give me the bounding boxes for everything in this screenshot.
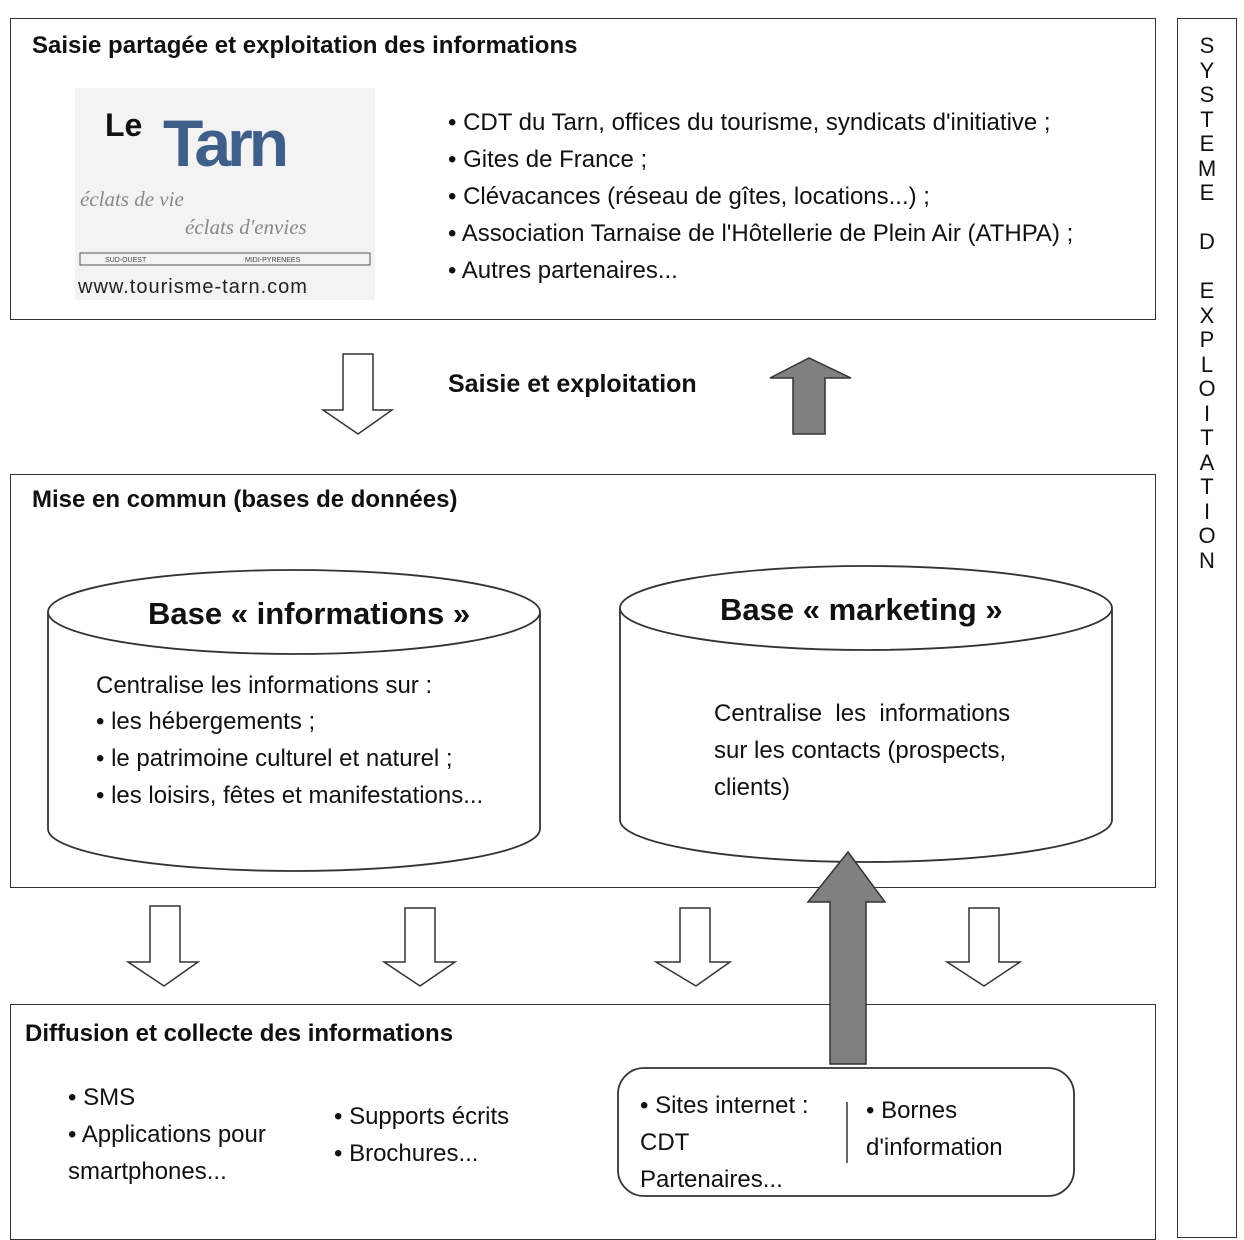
- db-informations-cylinder: [47, 569, 541, 872]
- bottom-box: [10, 1004, 1156, 1240]
- top-item-5: • Autres partenaires...: [448, 257, 678, 284]
- db-informations-item-1: • les hébergements ;: [96, 708, 316, 735]
- side-letter: I: [1203, 498, 1211, 524]
- side-letter: N: [1199, 547, 1215, 573]
- bottom-col3-line-1: • Sites internet :: [640, 1092, 809, 1119]
- db-marketing-title: Base « marketing »: [720, 592, 1003, 627]
- middle-label: Saisie et exploitation: [448, 370, 697, 398]
- db-informations-item-3: • les loisirs, fêtes et manifestations..…: [96, 782, 484, 809]
- bottom-col4-line-1: • Bornes: [866, 1097, 958, 1124]
- side-bar: [1177, 18, 1237, 1238]
- side-letter: E: [1199, 131, 1215, 156]
- bottom-col2-line-2: • Brochures...: [334, 1140, 479, 1167]
- db-informations-item-2: • le patrimoine culturel et naturel ;: [96, 745, 453, 772]
- side-letter: D: [1199, 229, 1215, 254]
- side-letter: I: [1203, 400, 1211, 426]
- side-letter: M: [1197, 155, 1217, 181]
- side-letter: O: [1198, 523, 1216, 548]
- side-letter: T: [1200, 106, 1214, 132]
- bottom-col3-line-2: CDT: [640, 1129, 690, 1156]
- tarn-logo-graphic: Le Tarn éclats de vie éclats d'envies SU…: [75, 88, 375, 300]
- top-box-title: Saisie partagée et exploitation des info…: [32, 32, 578, 59]
- top-item-3: • Clévacances (réseau de gîtes, location…: [448, 183, 930, 210]
- top-item-4: • Association Tarnaise de l'Hôtellerie d…: [448, 220, 1074, 247]
- side-letter: T: [1200, 425, 1214, 450]
- down-arrow-1: [125, 905, 201, 987]
- side-vertical-text: S Y S T E M E D E X P L O I T A T I O N: [1177, 33, 1237, 573]
- db-marketing-line-2: sur les contacts (prospects,: [714, 737, 1007, 764]
- logo-band-left: SUD-OUEST: [105, 257, 147, 264]
- side-letter: T: [1200, 474, 1214, 499]
- db-informations-intro: Centralise les informations sur :: [96, 672, 433, 699]
- bottom-col1-line-2: • Applications pour: [68, 1121, 266, 1148]
- bottom-col4-line-2: d'information: [866, 1134, 1003, 1161]
- logo-word1: Le: [105, 107, 142, 143]
- logo-slogan-1: éclats de vie: [80, 187, 184, 211]
- logo-url: www.tourisme-tarn.com: [77, 276, 308, 298]
- side-letter: P: [1199, 327, 1215, 352]
- db-informations-title: Base « informations »: [148, 596, 471, 631]
- bottom-col1-line-1: • SMS: [68, 1084, 136, 1111]
- bottom-col2-line-1: • Supports écrits: [334, 1103, 510, 1130]
- down-arrow-top: [320, 353, 395, 435]
- top-item-1: • CDT du Tarn, offices du tourisme, synd…: [448, 109, 1051, 136]
- logo-word2: Tarn: [163, 106, 286, 180]
- top-item-2: • Gites de France ;: [448, 146, 648, 173]
- logo-band-right: MIDI-PYRENEES: [245, 257, 301, 264]
- up-arrow-top: [769, 357, 852, 435]
- side-letter: S: [1199, 82, 1215, 107]
- side-letter: A: [1199, 449, 1215, 475]
- side-letter: Y: [1199, 57, 1215, 83]
- tarn-logo: Le Tarn éclats de vie éclats d'envies SU…: [75, 88, 375, 300]
- down-arrow-2: [381, 907, 458, 987]
- bottom-box-title: Diffusion et collecte des informations: [25, 1020, 454, 1047]
- db-marketing-line-3: clients): [714, 774, 791, 801]
- middle-box-title: Mise en commun (bases de données): [32, 486, 458, 513]
- down-arrow-3: [653, 907, 733, 987]
- bottom-col1-line-3: smartphones...: [68, 1158, 227, 1185]
- side-letter: O: [1198, 376, 1216, 401]
- side-letter: E: [1199, 278, 1215, 303]
- side-letter: X: [1199, 302, 1215, 328]
- down-arrow-4: [944, 907, 1023, 987]
- logo-slogan-2: éclats d'envies: [185, 215, 307, 239]
- db-marketing-line-1: Centralise les informations: [714, 700, 1011, 727]
- db-marketing-cylinder: [619, 565, 1113, 863]
- bottom-col3-line-3: Partenaires...: [640, 1166, 783, 1193]
- internet-rounded-box: [617, 1067, 1075, 1197]
- side-letter: L: [1200, 351, 1214, 377]
- up-arrow-collect: [806, 850, 887, 1065]
- side-letter: E: [1199, 180, 1215, 205]
- side-letter: S: [1199, 33, 1215, 58]
